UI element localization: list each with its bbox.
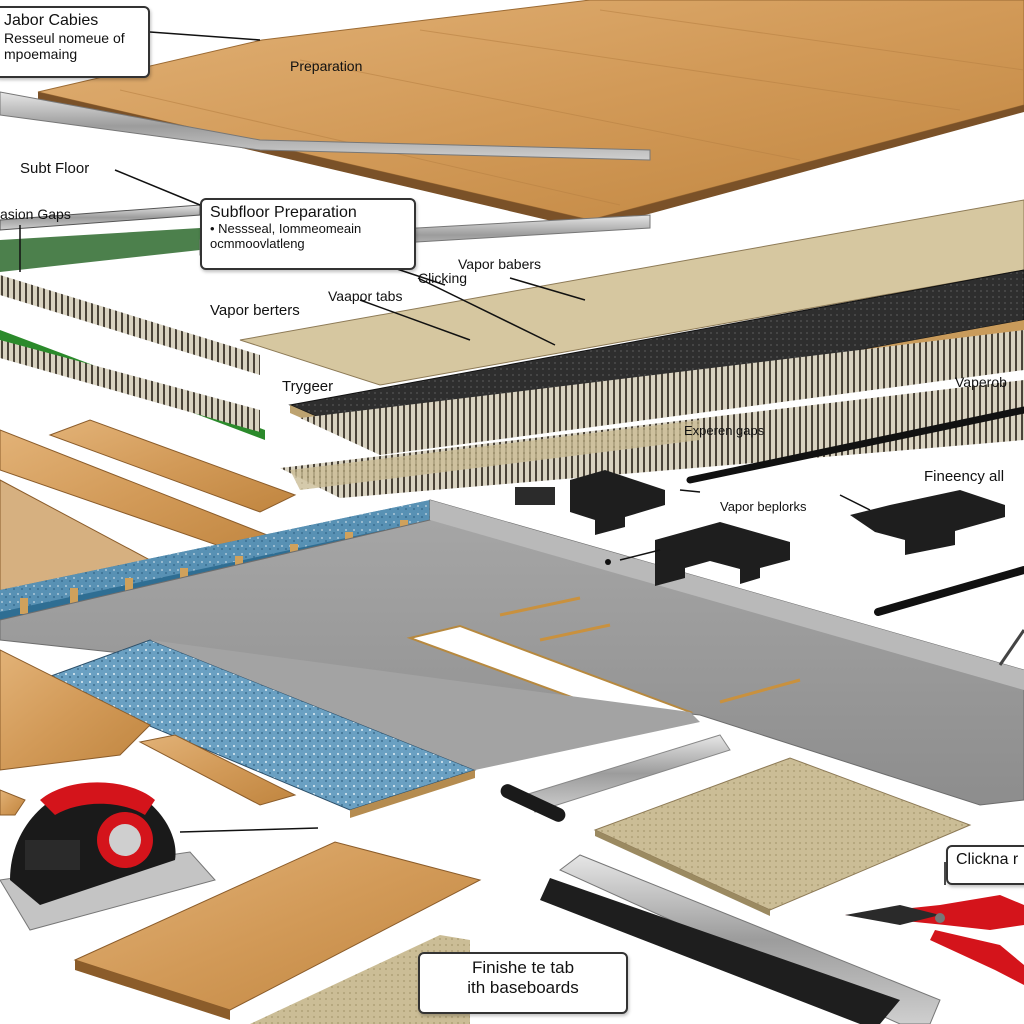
label-vapor-babers: Vapor babers: [458, 256, 542, 272]
label-vapor-beplorks: Vapor beplorks: [720, 499, 807, 514]
callout-line: mpoemaing: [4, 46, 78, 63]
callout-title: Clickna r: [956, 851, 1019, 868]
underlay-stack: [239, 199, 1024, 498]
leader-dot: [605, 559, 611, 565]
callout-title: Jabor Cabies: [4, 12, 99, 29]
label-preparation: Preparation: [290, 58, 363, 74]
callout-line: ith baseboards: [467, 977, 579, 997]
callout-box-subfloor: Subfloor Preparation • Nessseal, Iommeom…: [200, 198, 416, 270]
metal-rail-top: [0, 91, 651, 161]
label-vapor-tabs: Vaapor tabs: [328, 288, 403, 304]
label-experen-gaps: Experen gaps: [684, 423, 765, 438]
callout-title: Subfloor Preparation: [210, 204, 357, 221]
label-fineency: Fineency all: [924, 468, 1005, 485]
underlay-square: [593, 757, 972, 916]
label-clicking: Clicking: [418, 270, 468, 286]
circular-saw-icon: [0, 782, 319, 931]
callout-line: Resseul nomeue of: [4, 30, 125, 47]
label-subt-floor: Subt Floor: [20, 160, 90, 177]
metal-tube: [540, 854, 941, 1024]
callout-line: • Nessseal, Iommeomeain: [210, 221, 362, 237]
callout-box-clicking: Clickna r: [946, 845, 1024, 885]
subfloor-platform: [0, 499, 1024, 806]
loose-boards-bottom-left: [0, 649, 482, 1024]
foam-underlay-strip: [38, 639, 700, 818]
rods-right: [686, 406, 1024, 666]
callout-box-top-left: Jabor Cabies Resseul nomeue of mpoemaing: [0, 6, 150, 78]
callout-line: ocmmoovlatleng: [210, 236, 305, 252]
spacer-clip-icon: [515, 470, 1005, 586]
callout-title: Finishe te tab: [471, 958, 575, 977]
pliers-icon: [845, 895, 1024, 985]
pull-bar-icon: [500, 734, 731, 822]
label-trygeer: Trygeer: [282, 378, 334, 395]
callout-box-finishe: Finishe te tab ith baseboards: [418, 952, 628, 1014]
label-vapor-berters: Vapor berters: [210, 302, 300, 319]
label-expansion-gaps: asion Gaps: [0, 206, 71, 222]
label-vaperob: Vaperob: [955, 374, 1007, 390]
